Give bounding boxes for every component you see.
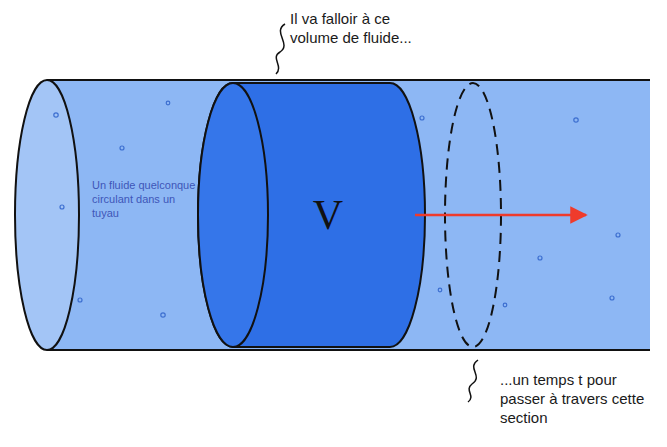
pipe-body [47, 80, 650, 350]
fluid-volume-box: V [233, 83, 423, 347]
callout-text: ...un temps t pour passer à travers cett… [500, 370, 652, 427]
pipe-region: Un fluide quelconque circulant dans un t… [15, 80, 655, 350]
callout-text: Il va falloir à ce volume de fluide... [290, 9, 440, 47]
fluid-note: Un fluide quelconque circulant dans un t… [92, 178, 196, 220]
pipe-opening [15, 80, 79, 350]
fluid-volume [198, 83, 425, 347]
volume-symbol: V [313, 192, 343, 238]
pipe-wall [47, 349, 650, 351]
flow-arrow [415, 214, 586, 217]
volume-face [198, 83, 268, 347]
pipe-wall [47, 79, 650, 81]
bubbles [54, 101, 620, 317]
leader-line [468, 360, 478, 402]
leader-line [276, 24, 285, 74]
